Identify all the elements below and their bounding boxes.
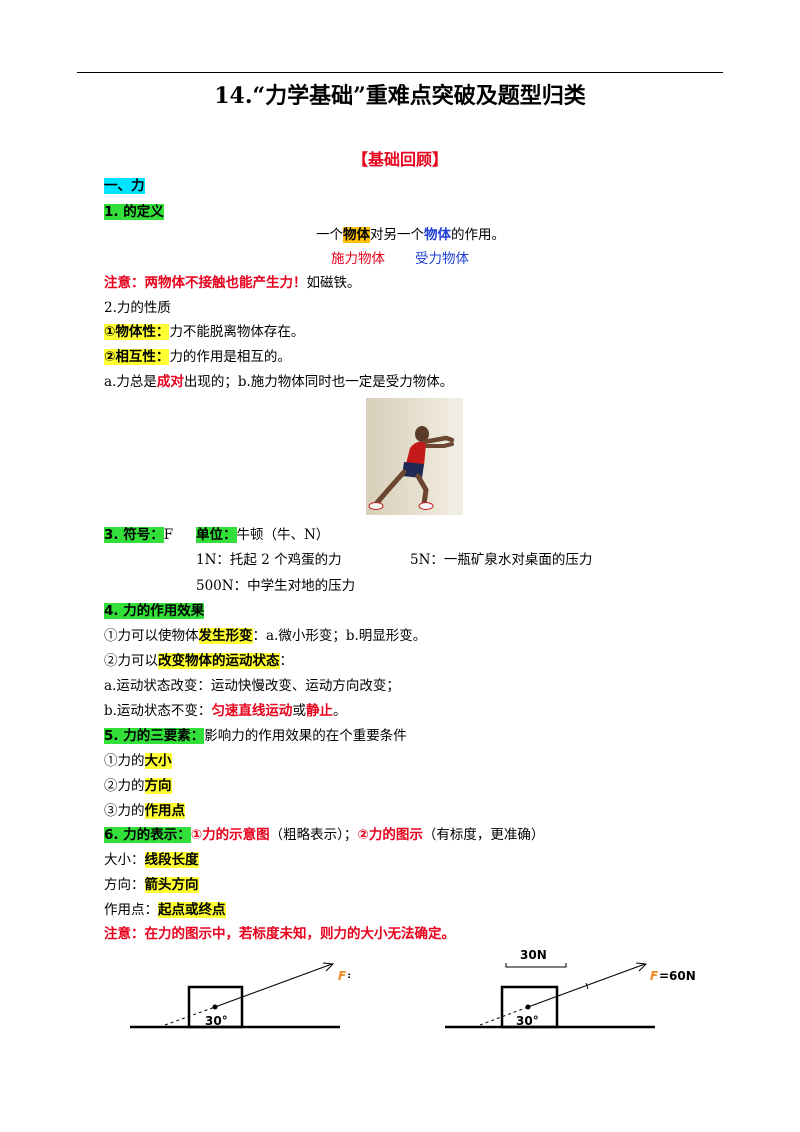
angle-label: 30° (205, 1014, 228, 1028)
three-elements: 5. 力的三要素：影响力的作用效果的在个重要条件 (104, 728, 407, 744)
force-value: =60N (347, 969, 350, 983)
property-material: ①物体性：力不能脱离物体存在。 (104, 324, 305, 340)
heading-effect: 4. 力的作用效果 (104, 603, 205, 619)
element-magnitude: ①力的大小 (104, 753, 172, 769)
effect-motion-unchanged: b.运动状态不变：匀速直线运动或静止。 (104, 703, 347, 719)
effect-deform: ①力可以使物体发生形变：a.微小形变；b.明显形变。 (104, 628, 427, 644)
label-exerting-object: 施力物体 (331, 251, 385, 267)
heading-force: 一、力 (104, 178, 145, 194)
force-value-2: =60N (659, 969, 696, 983)
element-direction: ②力的方向 (104, 778, 172, 794)
heading-properties: 2.力的性质 (104, 300, 171, 316)
unit-line: 单位：牛顿（牛、N） (196, 527, 330, 543)
heading-definition: 1. 的定义 (104, 204, 164, 220)
definition-sentence: 一个物体对另一个物体的作用。 (316, 227, 505, 243)
representation: 6. 力的表示：①力的示意图（粗略表示）；②力的图示（有标度，更准确） (104, 827, 545, 843)
rep-direction: 方向：箭头方向 (104, 877, 199, 893)
wall-push-photo (366, 398, 463, 515)
example-500n: 500N：中学生对地的压力 (196, 578, 356, 594)
page-title: 14.“力学基础”重难点突破及题型归类 (214, 83, 586, 109)
property-mutual: ②相互性：力的作用是相互的。 (104, 349, 291, 365)
angle-label-2: 30° (516, 1014, 539, 1028)
note-magnet: 注意：两物体不接触也能产生力！如磁铁。 (104, 275, 361, 291)
note-scale: 注意：在力的图示中，若标度未知，则力的大小无法确定。 (104, 926, 455, 942)
property-pairs: a.力总是成对出现的；b.施力物体同时也一定是受力物体。 (104, 374, 454, 390)
force-symbol-2: F (650, 969, 659, 983)
effect-motion-change: a.运动状态改变：运动快慢改变、运动方向改变； (104, 678, 400, 694)
symbol-line: 3. 符号：F (104, 527, 174, 543)
example-1n: 1N：托起 2 个鸡蛋的力 (196, 552, 342, 568)
label-receiving-object: 受力物体 (415, 251, 469, 267)
example-5n: 5N：一瓶矿泉水对桌面的压力 (410, 552, 593, 568)
element-point: ③力的作用点 (104, 803, 185, 819)
section-title: 【基础回顾】 (351, 150, 448, 169)
scale-label: 30N (520, 948, 547, 962)
top-rule (77, 72, 723, 73)
force-symbol: F (338, 969, 347, 983)
force-graphic-diagram: 30N 30° F =60N (445, 948, 696, 1029)
force-schematic-diagram: 30° F =60N (130, 962, 350, 1029)
object-1: 物体 (343, 227, 370, 243)
effect-motion: ②力可以改变物体的运动状态： (104, 653, 293, 669)
rep-point: 作用点：起点或终点 (104, 902, 226, 918)
object-2: 物体 (424, 227, 451, 243)
rep-size: 大小：线段长度 (104, 852, 199, 868)
